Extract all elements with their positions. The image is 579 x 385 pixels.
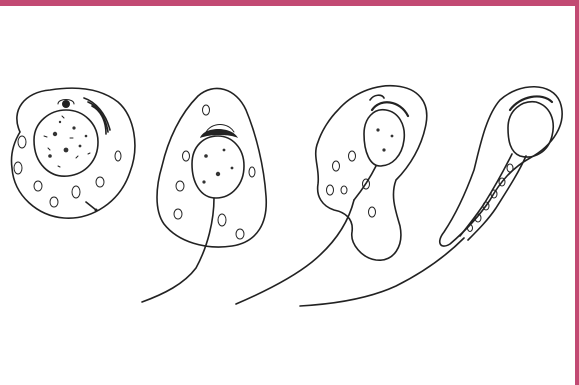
midpiece-outline-right [468,156,526,240]
acrosome-tip [370,95,384,100]
acrosome-cap [372,102,408,116]
cell-membrane [316,86,427,260]
cell-membrane [440,87,562,246]
midpiece [354,166,376,200]
cell-membrane [11,88,134,218]
centriole [86,202,96,210]
nucleus-chromatin [48,121,87,158]
nucleus [192,136,244,198]
nucleus-chromatin [376,128,393,151]
flagellum [236,200,354,304]
stage-mature-spermatozoon [300,87,562,306]
sperm-head [508,102,553,157]
flagellum [142,198,214,302]
stage-elongating-spermatozoon [236,86,427,304]
stage-early-spermatozoon [142,88,266,302]
mitochondria [14,136,121,207]
spermiogenesis-illustration [0,6,575,385]
mitochondria [327,151,376,217]
right-accent-bar [575,0,579,385]
acrosomal-granule [62,100,70,108]
illustration-canvas [0,6,575,385]
stage-spermatid [11,88,134,218]
nucleus [364,110,404,166]
nucleus-stipple [44,116,90,167]
flagellum [300,238,464,306]
nucleus-chromatin [202,149,233,184]
nucleus [34,110,98,176]
golgi-apparatus [84,98,110,134]
